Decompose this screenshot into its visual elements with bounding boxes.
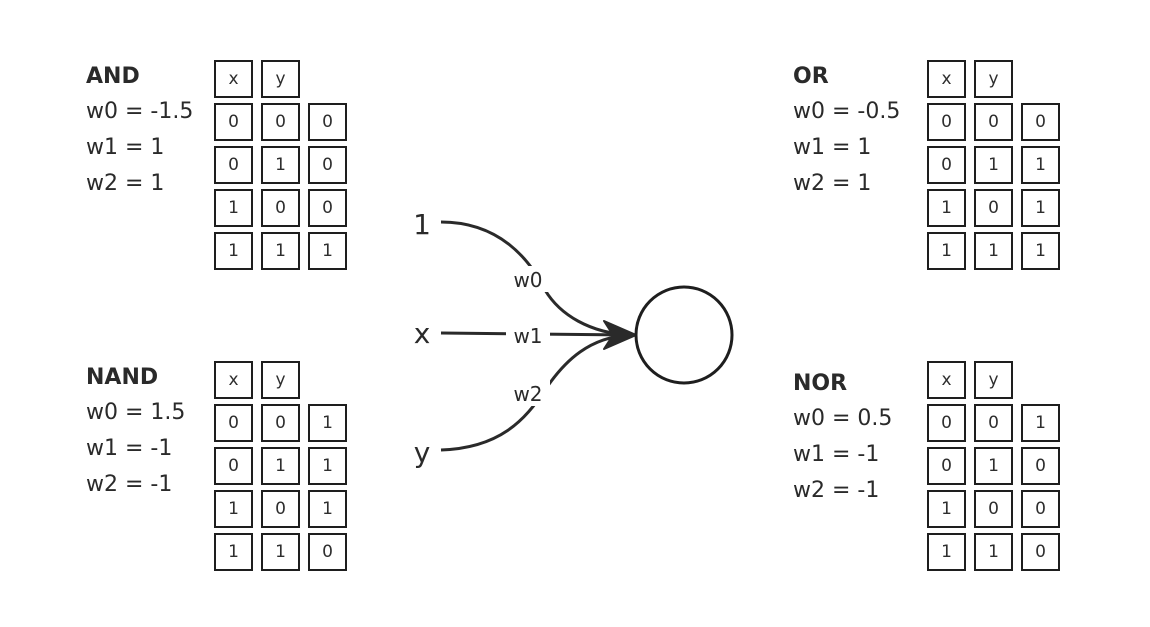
and-input-cell: 0 [261, 103, 300, 141]
and-title: AND [86, 64, 140, 89]
or-header-cell: y [974, 60, 1013, 98]
nor-input-cell: 0 [927, 404, 966, 442]
nand-title: NAND [86, 365, 159, 390]
nand-input-cell: 0 [261, 404, 300, 442]
and-output-cell: 0 [308, 103, 347, 141]
nor-input-cell: 1 [974, 533, 1013, 571]
or-header-cell: x [927, 60, 966, 98]
or-input-cell: 0 [927, 146, 966, 184]
nor-w0: w0 = 0.5 [793, 406, 893, 431]
or-input-cell: 1 [927, 189, 966, 227]
and-input-cell: 0 [214, 146, 253, 184]
and-input-cell: 0 [261, 189, 300, 227]
nor-header-cell: x [927, 361, 966, 399]
nand-input-cell: 1 [261, 447, 300, 485]
or-w2: w2 = 1 [793, 171, 872, 196]
or-output-cell: 1 [1021, 189, 1060, 227]
nand-input-cell: 1 [214, 490, 253, 528]
or-input-cell: 1 [974, 232, 1013, 270]
nor-output-cell: 0 [1021, 447, 1060, 485]
nor-w2: w2 = -1 [793, 478, 880, 503]
nand-header-cell: y [261, 361, 300, 399]
nor-header-cell: y [974, 361, 1013, 399]
and-input-cell: 0 [214, 103, 253, 141]
nor-input-cell: 1 [927, 533, 966, 571]
nand-input-cell: 0 [214, 404, 253, 442]
neuron-node [634, 285, 734, 385]
or-output-cell: 1 [1021, 232, 1060, 270]
nor-input-cell: 1 [974, 447, 1013, 485]
nand-header-cell: x [214, 361, 253, 399]
nand-w0: w0 = 1.5 [86, 400, 186, 425]
and-w0: w0 = -1.5 [86, 99, 194, 124]
nand-input-cell: 0 [261, 490, 300, 528]
or-input-cell: 1 [974, 146, 1013, 184]
nand-output-cell: 1 [308, 447, 347, 485]
input-label-bias: 1 [413, 208, 431, 241]
nor-output-cell: 1 [1021, 404, 1060, 442]
nand-input-cell: 1 [261, 533, 300, 571]
and-output-cell: 0 [308, 146, 347, 184]
nor-output-cell: 0 [1021, 490, 1060, 528]
nand-w1: w1 = -1 [86, 436, 173, 461]
or-title: OR [793, 64, 829, 89]
or-input-cell: 0 [927, 103, 966, 141]
nor-title: NOR [793, 371, 848, 396]
and-input-cell: 1 [261, 232, 300, 270]
and-input-cell: 1 [214, 232, 253, 270]
and-w2: w2 = 1 [86, 171, 165, 196]
or-input-cell: 0 [974, 189, 1013, 227]
or-input-cell: 0 [974, 103, 1013, 141]
nor-input-cell: 0 [927, 447, 966, 485]
and-output-cell: 0 [308, 189, 347, 227]
nor-input-cell: 1 [927, 490, 966, 528]
input-label-y: y [414, 436, 431, 469]
weight-label-w0: w0 [513, 268, 542, 292]
and-header-cell: x [214, 60, 253, 98]
and-input-cell: 1 [261, 146, 300, 184]
nor-output-cell: 0 [1021, 533, 1060, 571]
or-input-cell: 1 [927, 232, 966, 270]
nor-w1: w1 = -1 [793, 442, 880, 467]
and-input-cell: 1 [214, 189, 253, 227]
or-output-cell: 1 [1021, 146, 1060, 184]
arrowhead-icon [603, 320, 637, 350]
weight-label-w1: w1 [513, 324, 542, 348]
or-w1: w1 = 1 [793, 135, 872, 160]
nor-input-cell: 0 [974, 490, 1013, 528]
and-header-cell: y [261, 60, 300, 98]
and-w1: w1 = 1 [86, 135, 165, 160]
or-output-cell: 0 [1021, 103, 1060, 141]
input-label-x: x [414, 317, 431, 350]
or-w0: w0 = -0.5 [793, 99, 901, 124]
nand-output-cell: 1 [308, 404, 347, 442]
nand-output-cell: 0 [308, 533, 347, 571]
and-output-cell: 1 [308, 232, 347, 270]
nand-output-cell: 1 [308, 490, 347, 528]
weight-label-w2: w2 [513, 382, 542, 406]
nor-input-cell: 0 [974, 404, 1013, 442]
nand-input-cell: 0 [214, 447, 253, 485]
nand-input-cell: 1 [214, 533, 253, 571]
nand-w2: w2 = -1 [86, 472, 173, 497]
